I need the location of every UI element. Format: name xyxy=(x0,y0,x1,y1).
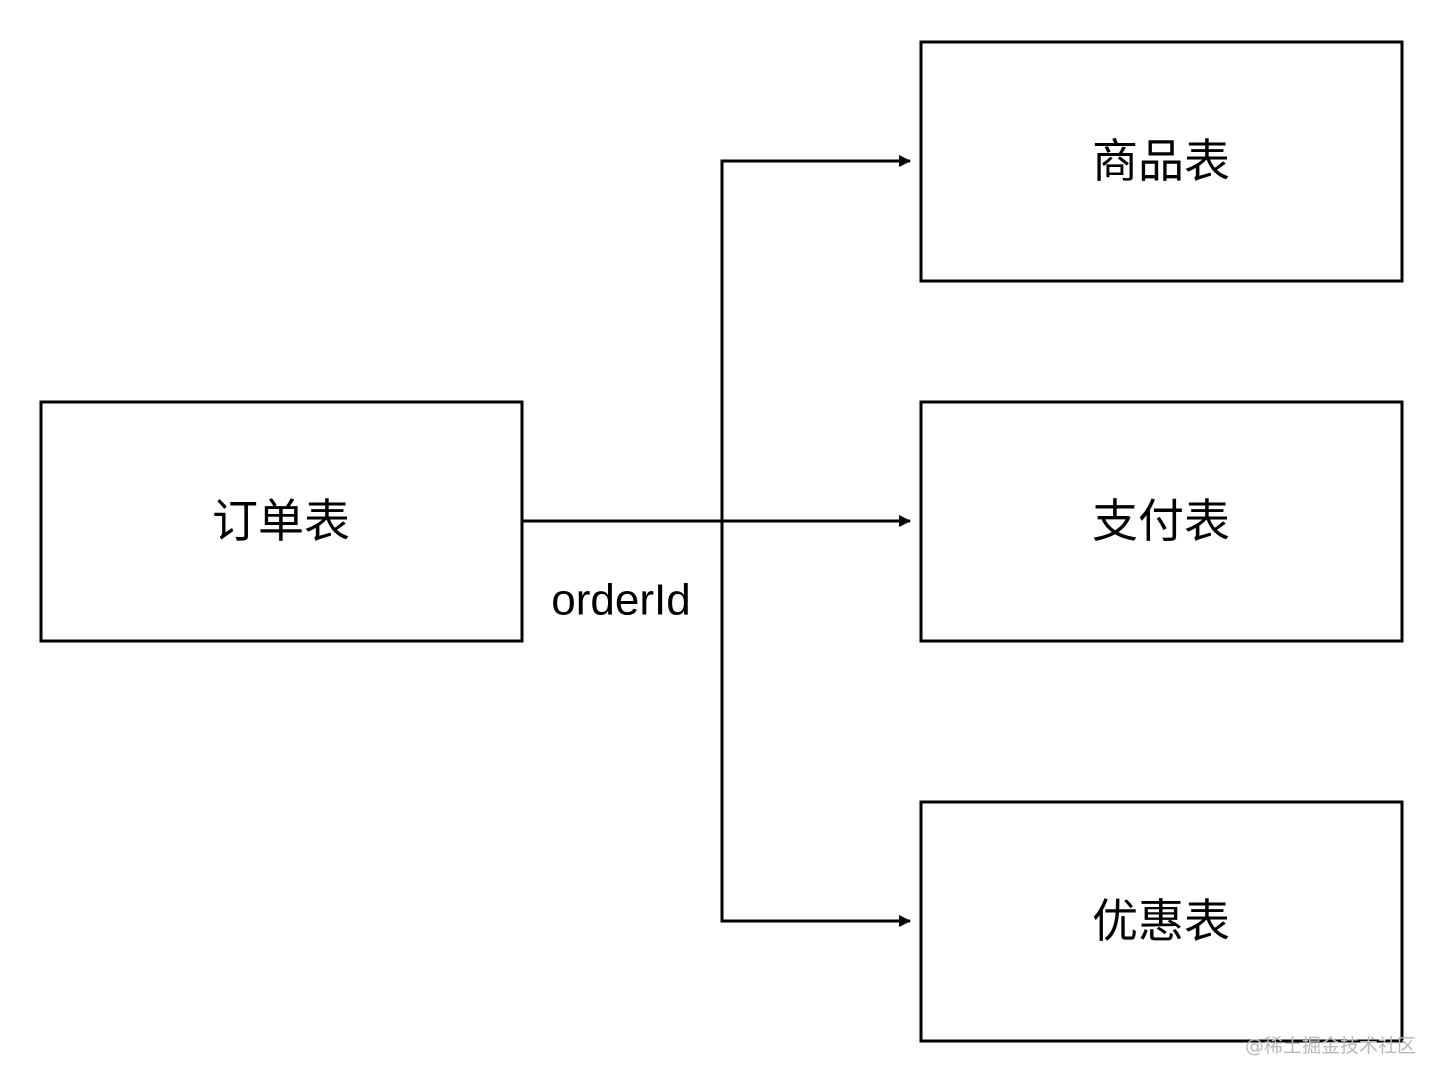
node-payment-box xyxy=(919,400,1404,643)
edge-order-to-discount xyxy=(522,519,911,927)
node-discount-label: 优惠表 xyxy=(1092,894,1230,948)
node-goods-label: 商品表 xyxy=(1092,134,1230,188)
node-order-label: 订单表 xyxy=(212,494,350,548)
node-payment-table[interactable]: 支付表 xyxy=(919,400,1404,643)
node-order-table[interactable]: 订单表 xyxy=(39,400,524,643)
node-goods-box xyxy=(919,40,1404,283)
node-payment-label: 支付表 xyxy=(1092,494,1230,548)
edge-label-orderid: orderId xyxy=(551,576,690,625)
watermark-text: @稀土掘金技术社区 xyxy=(1245,1035,1416,1057)
node-discount-box xyxy=(919,800,1404,1043)
node-order-box xyxy=(39,400,524,643)
edge-order-to-goods xyxy=(522,155,911,523)
node-goods-table[interactable]: 商品表 xyxy=(919,40,1404,283)
node-discount-table[interactable]: 优惠表 xyxy=(919,800,1404,1043)
